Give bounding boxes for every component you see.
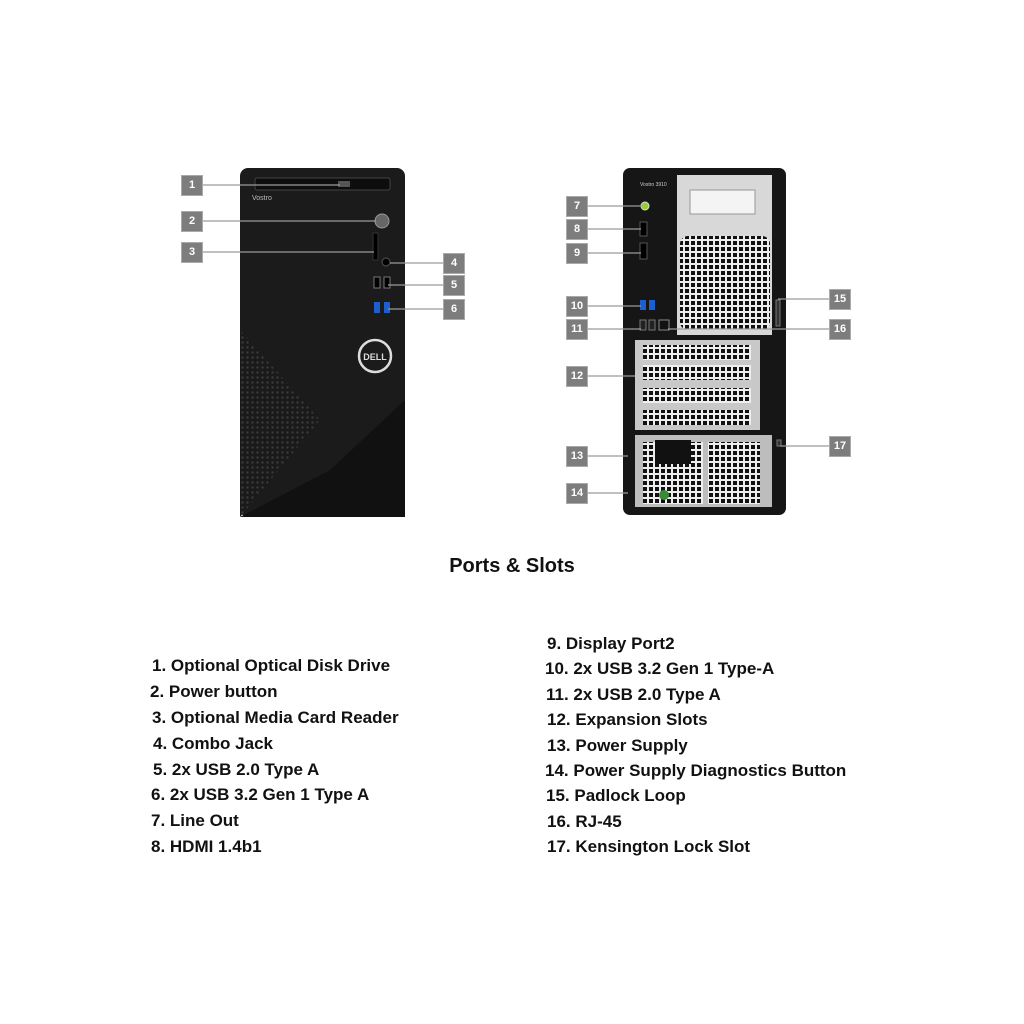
expansion-slots — [643, 345, 751, 425]
list-item: 6. 2x USB 3.2 Gen 1 Type A — [151, 785, 370, 804]
list-item: 12. Expansion Slots — [547, 710, 708, 729]
dell-logo — [357, 338, 393, 374]
list-item: 17. Kensington Lock Slot — [547, 837, 751, 856]
kensington-slot — [776, 439, 782, 447]
line-out-port — [640, 201, 650, 211]
list-item: 3. Optional Media Card Reader — [152, 708, 399, 727]
callout-8: 8 — [566, 219, 588, 240]
callout-6: 6 — [443, 299, 465, 320]
leader-lines — [202, 184, 829, 494]
front-brand-text: Vostro — [252, 195, 272, 202]
callout-7: 7 — [566, 196, 588, 217]
back-model-text: Vostro 3910 — [640, 182, 667, 188]
section-title: Ports & Slots — [449, 555, 575, 577]
callout-3: 3 — [181, 242, 203, 263]
psu-diagnostics-button — [659, 490, 669, 500]
list-item: 5. 2x USB 2.0 Type A — [153, 760, 320, 779]
callout-12: 12 — [566, 366, 588, 387]
callout-1: 1 — [181, 175, 203, 196]
list-item: 10. 2x USB 3.2 Gen 1 Type-A — [545, 659, 775, 678]
callout-4: 4 — [443, 253, 465, 274]
list-item: 14. Power Supply Diagnostics Button — [545, 761, 847, 780]
dell-logo-text: DELL — [363, 352, 387, 362]
list-item: 2. Power button — [150, 682, 278, 701]
list-item: 9. Display Port2 — [547, 634, 675, 653]
list-item: 8. HDMI 1.4b1 — [151, 837, 262, 856]
rj45-port — [658, 319, 670, 331]
list-item: 4. Combo Jack — [153, 734, 273, 753]
front-tower: Vostro DELL — [240, 168, 405, 517]
callout-9: 9 — [566, 243, 588, 264]
list-item: 13. Power Supply — [547, 736, 688, 755]
fan-grille — [680, 236, 770, 330]
list-item: 16. RJ-45 — [547, 812, 622, 831]
callout-15: 15 — [829, 289, 851, 310]
power-button-icon — [374, 213, 390, 229]
callout-10: 10 — [566, 296, 588, 317]
callout-5: 5 — [443, 275, 465, 296]
callout-16: 16 — [829, 319, 851, 340]
back-tower: Vostro 3910 — [623, 168, 786, 515]
callout-17: 17 — [829, 436, 851, 457]
optical-drive — [254, 177, 391, 191]
list-item: 11. 2x USB 2.0 Type A — [546, 685, 721, 704]
list-item: 7. Line Out — [151, 811, 239, 830]
combo-jack — [381, 257, 391, 267]
padlock-loop — [775, 299, 781, 327]
list-item: 15. Padlock Loop — [546, 786, 686, 805]
callout-11: 11 — [566, 319, 588, 340]
card-reader — [372, 232, 379, 261]
list-item: 1. Optional Optical Disk Drive — [152, 656, 391, 675]
callout-2: 2 — [181, 211, 203, 232]
callout-13: 13 — [566, 446, 588, 467]
callout-14: 14 — [566, 483, 588, 504]
